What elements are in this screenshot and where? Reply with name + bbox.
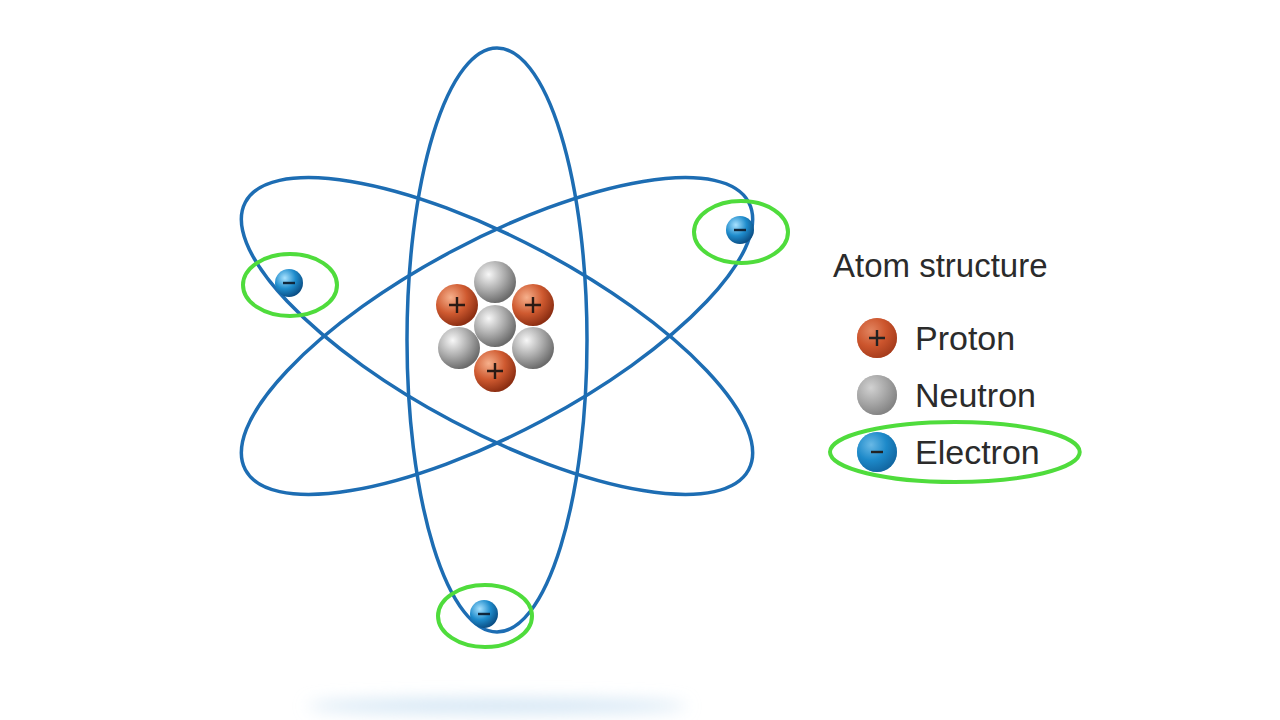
orbit xyxy=(200,117,793,554)
swatch-sign xyxy=(869,330,885,346)
minus-sign xyxy=(734,229,746,231)
proton xyxy=(512,284,554,326)
orbits xyxy=(200,48,793,632)
legend-label: Electron xyxy=(915,435,1040,469)
highlight-ring xyxy=(438,585,532,647)
electron xyxy=(726,216,754,244)
legend-title: Atom structure xyxy=(833,249,1048,282)
nucleus xyxy=(436,261,554,392)
neutron xyxy=(438,327,480,369)
plus-sign xyxy=(449,297,465,313)
minus-sign xyxy=(283,282,295,284)
legend-row xyxy=(857,375,897,415)
plus-sign xyxy=(525,297,541,313)
minus-sign xyxy=(478,613,490,615)
neutron xyxy=(474,305,516,347)
legend-label: Neutron xyxy=(915,378,1036,412)
legend-swatch xyxy=(857,375,897,415)
neutron xyxy=(512,327,554,369)
proton xyxy=(436,284,478,326)
neutron xyxy=(474,261,516,303)
legend-swatch xyxy=(857,432,897,472)
orbit xyxy=(407,48,587,632)
highlight-ring xyxy=(830,422,1080,482)
ground-shadow xyxy=(307,699,687,713)
proton xyxy=(474,350,516,392)
orbit xyxy=(200,117,793,554)
electrons xyxy=(243,201,788,647)
electron xyxy=(275,269,303,297)
plus-sign xyxy=(487,363,503,379)
highlight-ring xyxy=(243,254,337,316)
legend-row xyxy=(857,432,897,472)
legend-label: Proton xyxy=(915,321,1015,355)
highlight-ring xyxy=(694,201,788,263)
swatch-shading xyxy=(857,432,897,472)
swatch-shading xyxy=(857,318,897,358)
swatch-shading xyxy=(857,375,897,415)
swatch-sign xyxy=(871,451,883,453)
legend-swatch xyxy=(857,318,897,358)
legend-row xyxy=(857,318,897,358)
electron xyxy=(470,600,498,628)
